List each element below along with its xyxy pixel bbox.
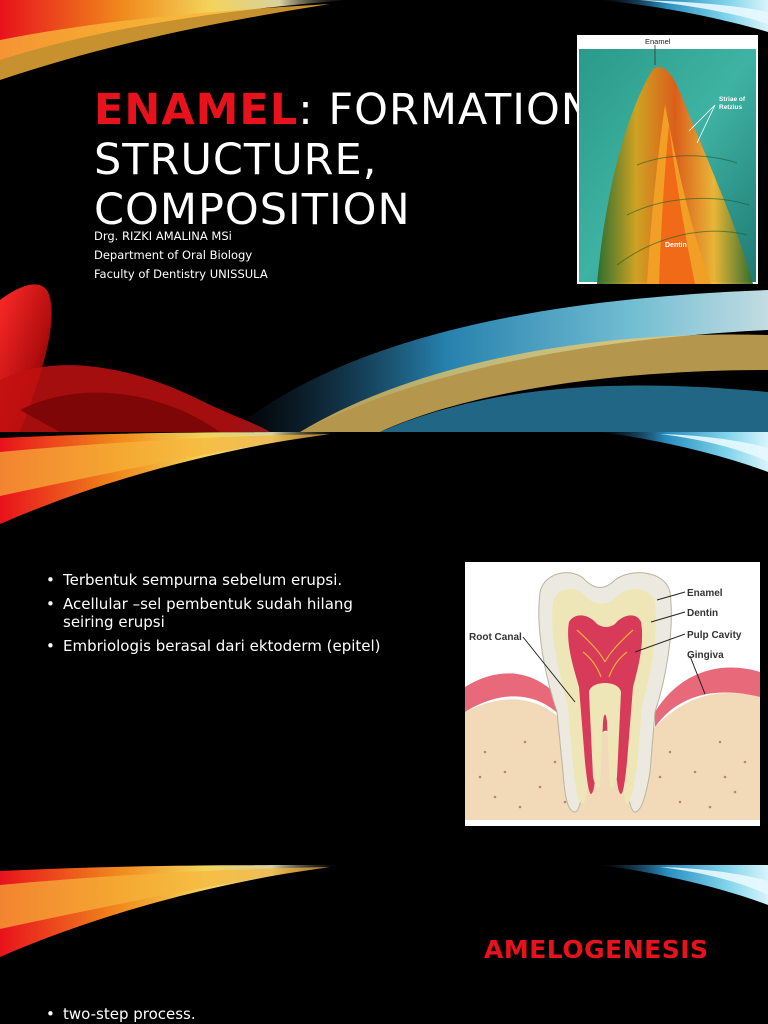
label-striae-line2: Retzius (719, 104, 743, 111)
label-enamel: Enamel (687, 588, 723, 599)
decorative-swoosh-top (0, 432, 768, 524)
bullet-list: Terbentuk sempurna sebelum erupsi. Acell… (46, 571, 406, 661)
label-root-canal: Root Canal (469, 632, 522, 643)
slide-heading: AMELOGENESIS (484, 935, 709, 964)
title-highlight: ENAMEL (94, 85, 299, 135)
title-line2: STRUCTURE, (94, 135, 378, 185)
title-line1-rest: : FORMATION, (298, 85, 609, 135)
bullet-item: two-step process. (46, 1005, 406, 1023)
bullet-item: Terbentuk sempurna sebelum erupsi. (46, 571, 406, 589)
decorative-swoosh-bottom (0, 284, 768, 432)
enamel-micrograph: Enamel Striae of Retzius Dentin (577, 35, 758, 284)
content-slide: Terbentuk sempurna sebelum erupsi. Acell… (0, 432, 768, 865)
label-enamel: Enamel (645, 37, 671, 46)
label-dentin: Dentin (687, 608, 718, 619)
decorative-swoosh-top (0, 0, 768, 80)
bullet-list: two-step process. (46, 1005, 406, 1024)
label-gingiva: Gingiva (687, 650, 724, 661)
decorative-swoosh-top (0, 865, 768, 957)
amelogenesis-slide: AMELOGENESIS two-step process. (0, 865, 768, 1024)
bullet-item: Acellular –sel pembentuk sudah hilang se… (46, 595, 406, 631)
slide-title: ENAMEL: FORMATION, STRUCTURE, COMPOSITIO… (94, 85, 609, 235)
label-pulp-cavity: Pulp Cavity (687, 630, 742, 641)
author-department: Department of Oral Biology (94, 248, 253, 262)
tooth-anatomy-diagram: Enamel Dentin Pulp Cavity Gingiva Root C… (465, 562, 760, 826)
title-line3: COMPOSITION (94, 185, 411, 235)
label-striae-line1: Striae of (719, 96, 746, 103)
author-name: Drg. RIZKI AMALINA MSi (94, 229, 232, 243)
author-faculty: Faculty of Dentistry UNISSULA (94, 267, 268, 281)
author-block: Drg. RIZKI AMALINA MSi Department of Ora… (94, 227, 268, 284)
title-slide: ENAMEL: FORMATION, STRUCTURE, COMPOSITIO… (0, 0, 768, 432)
label-dentin: Dentin (665, 242, 687, 249)
bullet-item: Embriologis berasal dari ektoderm (epite… (46, 637, 406, 655)
